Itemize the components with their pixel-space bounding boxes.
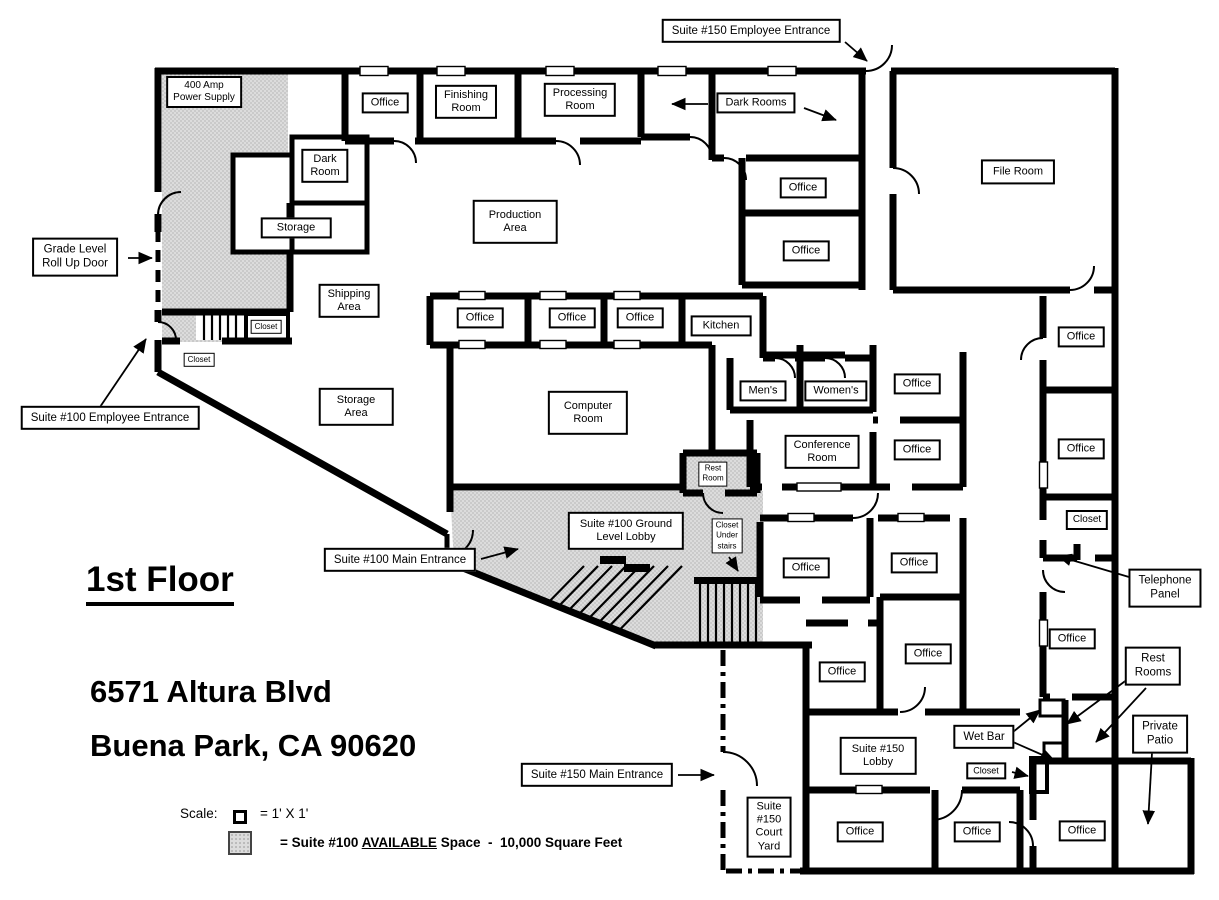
- room-label-file-room: File Room: [980, 159, 1056, 185]
- room-label-office: Office: [818, 661, 866, 683]
- legend-available: AVAILABLE: [361, 835, 437, 850]
- scale-square-icon: [233, 810, 247, 824]
- room-label-office: Office: [782, 240, 830, 262]
- room-label-closet: Closet: [1065, 510, 1109, 530]
- room-label-closet: Closet: [183, 352, 215, 368]
- room-label-conference-room: Conference Room: [784, 434, 860, 470]
- arrow-rest-rooms-1: [1066, 678, 1129, 725]
- room-label-office: Office: [890, 552, 938, 574]
- address: 6571 Altura Blvd Buena Park, CA 90620: [90, 665, 416, 774]
- callout-telephone-panel: Telephone Panel: [1128, 568, 1202, 608]
- arrow-private-patio: [1142, 752, 1156, 825]
- room-label-office: Office: [456, 307, 504, 329]
- arrow-telephone-panel: [1057, 553, 1130, 578]
- scale-label: Scale:: [180, 806, 218, 821]
- room-label-shipping-area: Shipping Area: [318, 283, 380, 319]
- room-label-office: Office: [836, 821, 884, 843]
- room-label-kitchen: Kitchen: [690, 315, 752, 337]
- legend-text: = Suite #100 AVAILABLE Space - 10,000 Sq…: [280, 835, 622, 850]
- room-label-office: Office: [1058, 820, 1106, 842]
- callout-wet-bar: Wet Bar: [953, 724, 1015, 750]
- room-label-storage-area: Storage Area: [318, 387, 394, 427]
- callout-suite100-employee-entrance: Suite #100 Employee Entrance: [20, 405, 200, 431]
- legend-suffix: Space - 10,000 Square Feet: [436, 835, 623, 850]
- room-label-suite100-lobby: Suite #100 Ground Level Lobby: [567, 511, 685, 551]
- room-label-finishing-room: Finishing Room: [434, 84, 498, 120]
- room-label-dark-room: Dark Room: [301, 148, 349, 184]
- address-line-2: Buena Park, CA 90620: [90, 728, 417, 764]
- room-label-mens: Men's: [739, 380, 787, 402]
- room-label-closet: Closet: [250, 319, 282, 335]
- room-label-office: Office: [893, 373, 941, 395]
- callout-suite100-main-entrance: Suite #100 Main Entrance: [323, 547, 477, 573]
- room-label-production-area: Production Area: [472, 199, 558, 245]
- arrow-closet-150: [1011, 766, 1029, 779]
- callout-suite150-main-entrance: Suite #150 Main Entrance: [520, 762, 674, 788]
- page-title: 1st Floor: [86, 560, 234, 606]
- scale-value: = 1' X 1': [260, 806, 309, 821]
- room-label-office: Office: [1048, 628, 1096, 650]
- room-label-suite150-courtyard: Suite #150 Court Yard: [746, 796, 792, 858]
- room-label-dark-rooms: Dark Rooms: [716, 92, 796, 114]
- room-label-office: Office: [548, 307, 596, 329]
- callout-suite150-employee-entrance: Suite #150 Employee Entrance: [661, 18, 841, 44]
- arrow-rest-rooms-2: [1095, 687, 1147, 743]
- room-label-closet-under-stairs: Closet Under stairs: [711, 518, 743, 554]
- callout-arrows: [99, 41, 1156, 825]
- room-label-womens: Women's: [804, 380, 868, 402]
- callout-grade-level-roll-up-door: Grade Level Roll Up Door: [32, 237, 118, 277]
- room-label-processing-room: Processing Room: [543, 82, 617, 118]
- arrow-suite100-employee: [99, 338, 147, 408]
- callout-closet: Closet: [966, 762, 1006, 780]
- callout-rest-rooms: Rest Rooms: [1124, 646, 1182, 686]
- room-label-office: Office: [1057, 326, 1105, 348]
- room-label-computer-room: Computer Room: [547, 390, 629, 436]
- room-label-office: Office: [904, 643, 952, 665]
- room-label-office: Office: [779, 177, 827, 199]
- arrow-dark-rooms-right: [803, 107, 837, 122]
- room-label-rest-room: Rest Room: [698, 461, 728, 487]
- room-label-office: Office: [1057, 438, 1105, 460]
- dashed-boundaries: [155, 230, 800, 874]
- legend-prefix: = Suite #100: [280, 835, 362, 850]
- arrow-suite100-main: [480, 546, 519, 560]
- window-marks: [359, 65, 1049, 795]
- room-label-office: Office: [782, 557, 830, 579]
- arrow-suite150-employee: [844, 41, 868, 62]
- address-line-1: 6571 Altura Blvd: [90, 674, 332, 709]
- arrow-wet-bar-2: [1012, 741, 1055, 761]
- available-space-swatch-icon: [228, 831, 252, 855]
- arrow-closet-under-stairs: [725, 556, 739, 572]
- room-label-office: Office: [953, 821, 1001, 843]
- door-arcs: [157, 44, 1095, 847]
- room-label-office: Office: [616, 307, 664, 329]
- callout-private-patio: Private Patio: [1132, 714, 1188, 754]
- room-label-suite150-lobby: Suite #150 Lobby: [839, 736, 917, 776]
- arrow-wet-bar-1: [1012, 709, 1041, 733]
- room-label-office: Office: [361, 92, 409, 114]
- room-label-office: Office: [893, 439, 941, 461]
- room-label-power-supply: 400 Amp Power Supply: [166, 76, 242, 108]
- room-label-storage: Storage: [260, 217, 332, 239]
